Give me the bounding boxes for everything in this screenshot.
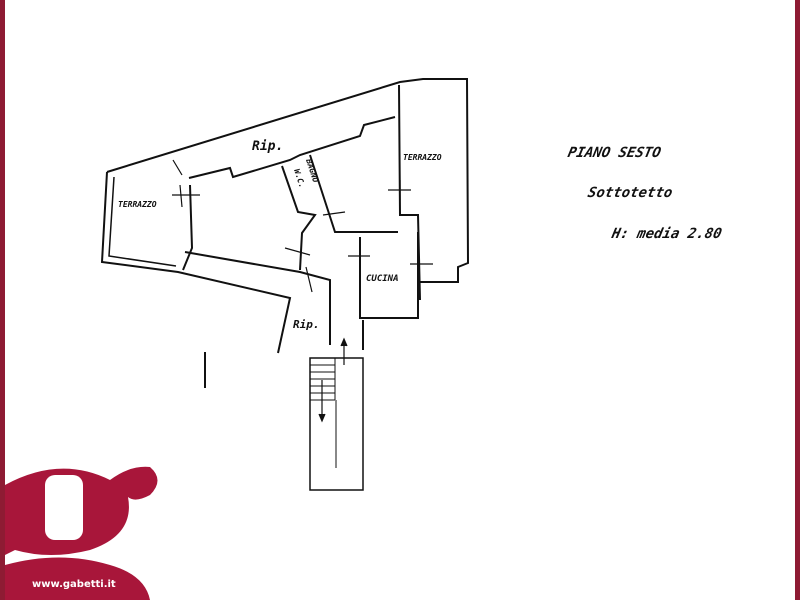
website-url[interactable]: www.gabetti.it: [32, 579, 116, 590]
left-border: [0, 0, 5, 600]
label-cucina: CUCINA: [366, 274, 399, 284]
label-terrazzo-right: TERRAZZO: [403, 153, 442, 162]
label-wc: W.C.: [292, 168, 307, 189]
height-note: H: media 2.80: [610, 226, 724, 242]
bagno-wall-right: [309, 154, 398, 233]
corridor-wall: [188, 116, 396, 179]
arrow-up-icon: [340, 337, 348, 365]
arrow-down-icon: [318, 380, 326, 423]
outer-wall: [106, 78, 470, 283]
wall-room-left: [182, 184, 194, 271]
bagno-wall: [281, 165, 317, 271]
outer-wall-left: [100, 171, 292, 354]
inner-wall-left: [108, 176, 177, 267]
stairs: [309, 357, 364, 491]
level-note: Sottotetto: [586, 185, 674, 201]
stair-steps: [310, 358, 337, 468]
door-marks: [172, 159, 433, 293]
gabetti-logo: [5, 466, 158, 600]
kitchen-wall: [359, 232, 419, 319]
wall-mid: [184, 251, 331, 345]
wall-terrace-right: [398, 84, 421, 301]
label-rip-bottom: Rip.: [293, 318, 320, 331]
floor-note: PIANO SESTO: [566, 145, 663, 161]
right-border: [795, 0, 800, 600]
label-bagno: BAGNO: [304, 157, 320, 184]
label-terrazzo-left: TERRAZZO: [118, 200, 157, 209]
label-rip-top: Rip.: [252, 139, 283, 154]
